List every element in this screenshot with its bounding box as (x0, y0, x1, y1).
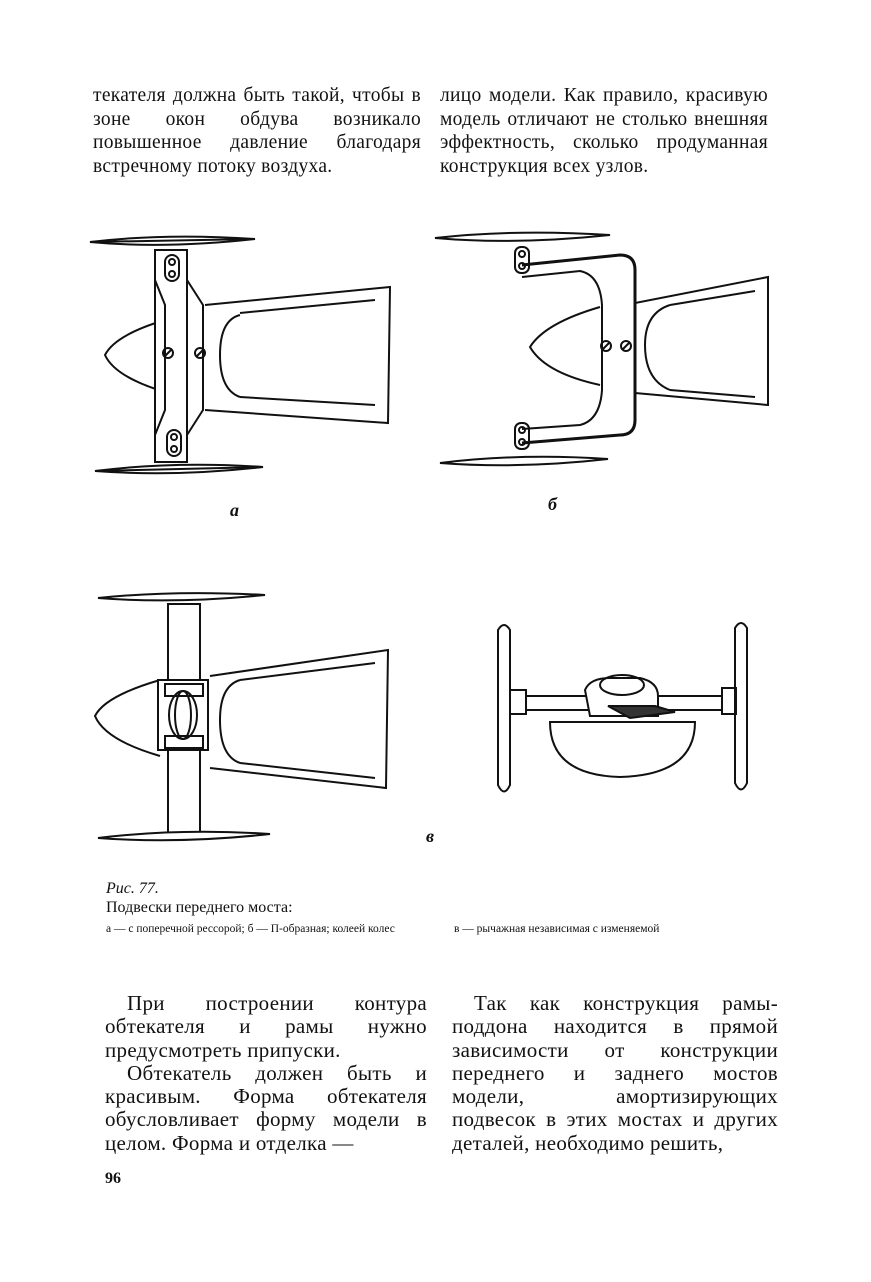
figure-b-u-shaped (430, 225, 775, 475)
figure-a-transverse-spring (85, 225, 405, 485)
figure-v-lever-independent (90, 588, 410, 848)
figure-label-a: а (230, 500, 239, 520)
figure-label-b: б (548, 494, 557, 514)
page-number: 96 (105, 1170, 121, 1187)
figure-v-front-view (490, 620, 760, 800)
figure-label-v: в (426, 826, 435, 846)
caption-legend-left: а — с поперечной рессорой; б — П-образна… (106, 923, 395, 935)
paragraph: Обтекатель должен быть и красивым. Форма… (105, 1060, 427, 1155)
caption-number: Рис. 77. (106, 880, 159, 897)
paragraph: Так как конструкция рамы-поддона находит… (452, 991, 778, 1155)
text-column-top-right: лицо модели. Как правило, красивую модел… (440, 84, 768, 178)
caption-legend-right: в — рычажная независимая с изменяемой (454, 923, 660, 935)
paragraph: При построении контура обтекателя и рамы… (105, 991, 427, 1062)
caption-title: Подвески переднего моста: (106, 899, 293, 916)
text-column-bottom-right: Так как конструкция рамы-поддона находит… (452, 991, 778, 1155)
paragraph: лицо модели. Как правило, красивую модел… (440, 85, 768, 177)
figure-caption: Рис. 77. Подвески переднего моста: а — с… (106, 880, 786, 935)
text-column-top-left: текателя должна быть такой, чтобы в зоне… (93, 84, 421, 178)
paragraph: текателя должна быть такой, чтобы в зоне… (93, 85, 421, 177)
text-column-bottom-left: При построении контура обтекателя и рамы… (105, 991, 427, 1155)
